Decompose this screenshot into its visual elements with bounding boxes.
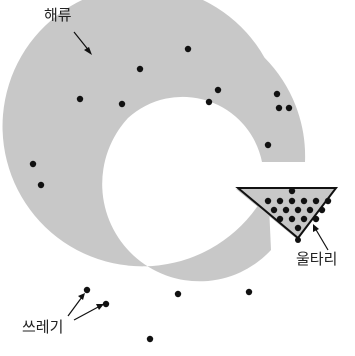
trash-dot [246,289,252,295]
fence-label: 울타리 [296,252,337,267]
trash-dot [147,336,153,342]
trash-dot [77,96,83,102]
fence-anchor [295,237,301,243]
collected-trash-dot [313,216,319,222]
fence-pointer [313,224,328,250]
trash-dot [286,105,292,111]
trash-dot [206,99,212,105]
trash-dot [185,46,191,52]
collected-trash-dot [289,188,295,194]
collected-trash-dot [319,207,325,213]
collected-trash-dot [271,207,277,213]
trash-dot [274,91,280,97]
trash-dot [84,287,90,293]
collected-trash-dot [313,198,319,204]
trash-dot [137,66,143,72]
collected-trash-dot [283,207,289,213]
trash-dot [215,87,221,93]
trash-dot [30,161,36,167]
collected-trash-dot [295,225,301,231]
collected-trash-dot [295,207,301,213]
trash-pointer [68,293,104,320]
trash-dot [119,101,125,107]
collected-trash-dot [277,216,283,222]
trash-dot [265,142,271,148]
trash-dot [175,291,181,297]
collected-trash-dot [307,207,313,213]
collected-trash-dot [277,198,283,204]
collected-trash-dot [265,198,271,204]
current-flow-band [3,0,306,281]
trash-dot [38,182,44,188]
collected-trash-dot [301,216,307,222]
collected-trash-dot [289,198,295,204]
trash-label: 쓰레기 [22,320,63,335]
current-label: 해류 [44,8,72,23]
trash-dot [276,105,282,111]
collected-trash-dot [325,198,331,204]
collected-trash-dot [289,216,295,222]
collected-trash-dot [301,198,307,204]
